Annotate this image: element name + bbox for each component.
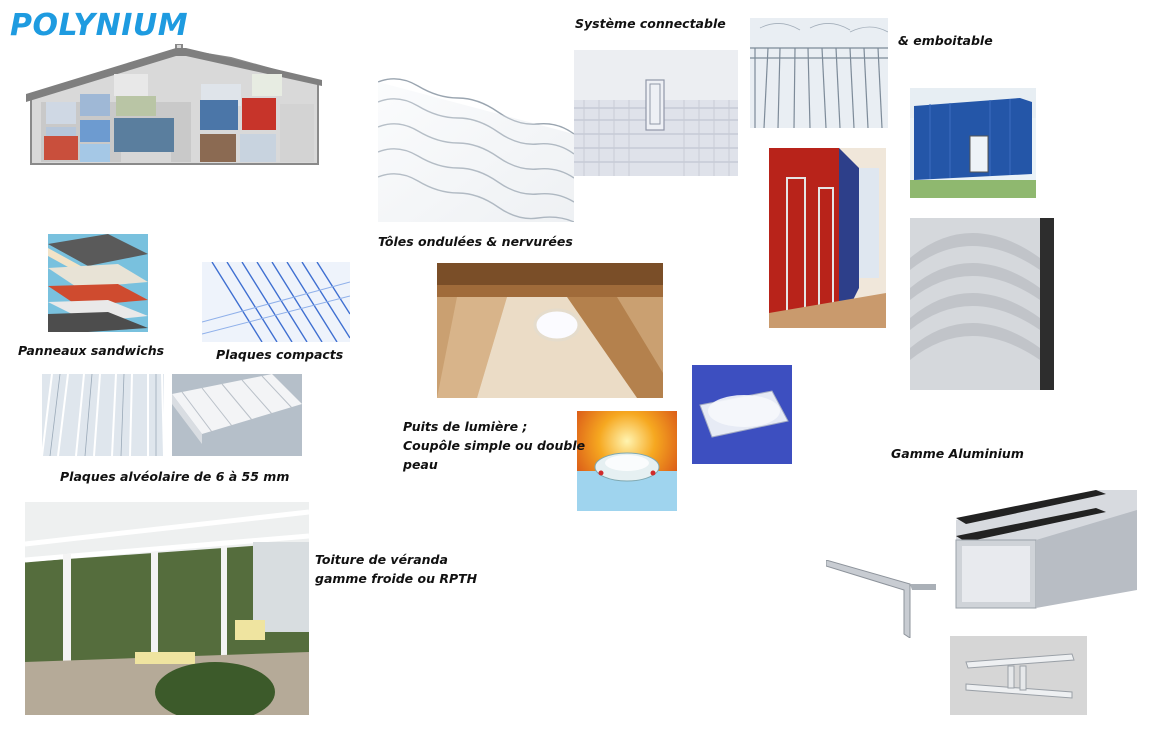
caption-puits-line-2: Coupôle simple ou double	[403, 438, 586, 453]
curved-roof-image	[910, 218, 1054, 390]
aluminium-h-profile-image	[950, 636, 1087, 715]
dome-rooflight-image	[692, 365, 792, 464]
house-collage-image	[26, 44, 322, 170]
caption-puits-line-1: Puits de lumière ;	[403, 419, 528, 434]
corrugated-sheets-image	[378, 72, 574, 222]
multiwall-sheet-image-1	[42, 374, 164, 456]
caption-plaques-compacts: Plaques compacts	[216, 347, 344, 362]
caption-veranda-line-2: gamme froide ou RPTH	[315, 571, 478, 586]
connectable-system-image	[574, 50, 738, 176]
compact-sheets-image	[202, 262, 350, 342]
aluminium-angle-image	[826, 560, 936, 638]
red-corridor-image	[769, 148, 886, 328]
caption-gamme-aluminium: Gamme Aluminium	[891, 446, 1024, 461]
caption-systeme-connectable: Système connectable	[575, 16, 726, 31]
brand-logo-text: POLYNIUM	[10, 8, 189, 43]
caption-emboitable: & emboitable	[898, 33, 993, 48]
multiwall-sheet-image-2	[172, 374, 302, 456]
caption-veranda-line-1: Toiture de véranda	[315, 552, 448, 567]
caption-panneaux-sandwichs: Panneaux sandwichs	[18, 343, 165, 358]
blue-building-image	[910, 88, 1036, 198]
aluminium-profile-large-image	[946, 490, 1137, 612]
caption-puits-line-3: peau	[403, 457, 438, 472]
sandwich-panels-image	[48, 234, 148, 332]
caption-toles: Tôles ondulées & nervurées	[378, 234, 573, 249]
sun-dome-image	[577, 411, 677, 511]
veranda-roof-image	[25, 502, 309, 715]
skylight-ceiling-image	[437, 263, 663, 398]
interlocking-profiles-image	[750, 18, 888, 128]
caption-plaques-alveolaire: Plaques alvéolaire de 6 à 55 mm	[60, 469, 290, 484]
